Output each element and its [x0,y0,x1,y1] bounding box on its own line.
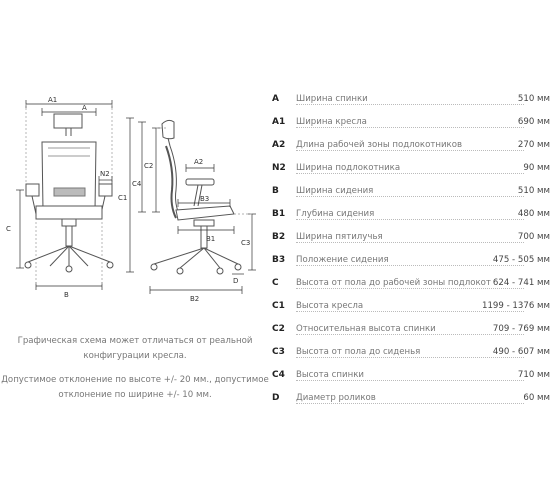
label-c2: C2 [144,162,153,170]
spec-label: Высота кресла [296,301,366,311]
spec-code: B2 [272,232,286,242]
spec-value: 475 - 505 мм [490,255,550,265]
spec-label: Положение сидения [296,255,391,265]
label-n2: N2 [100,170,110,178]
spec-value: 90 мм [521,163,550,173]
label-b1: B1 [206,235,215,243]
note-line-2: конфигурации кресла. [83,351,187,361]
spec-label: Диаметр роликов [296,393,378,403]
spec-row-a1: A1 Ширина кресла 690 мм [268,115,550,131]
spec-value: 60 мм [521,393,550,403]
spec-code: C1 [272,301,285,311]
spec-row-b1: B1 Глубина сидения 480 мм [268,207,550,223]
spec-row-b2: B2 Ширина пятилучья 700 мм [268,230,550,246]
label-c1: C1 [118,194,127,202]
spec-code: A2 [272,140,286,150]
label-d: D [233,277,238,285]
spec-value: 700 мм [515,232,550,242]
spec-value: 624 - 741 мм [490,278,550,288]
label-c4: C4 [132,180,142,188]
spec-value: 510 мм [515,94,550,104]
label-c: C [6,225,11,233]
spec-code: B1 [272,209,286,219]
spec-value: 1199 - 1376 мм [479,301,550,311]
spec-row-c4: C4 Высота спинки 710 мм [268,368,550,384]
spec-label: Высота спинки [296,370,366,380]
spec-row-b3: B3 Положение сидения 475 - 505 мм [268,253,550,269]
spec-label: Длина рабочей зоны подлокотников [296,140,465,150]
spec-row-c1: C1 Высота кресла 1199 - 1376 мм [268,299,550,315]
spec-code: A [272,94,279,104]
label-c3: C3 [241,239,250,247]
spec-label: Ширина спинки [296,94,370,104]
spec-row-c3: C3 Высота от пола до сиденья 490 - 607 м… [268,345,550,361]
spec-value: 510 мм [515,186,550,196]
side-dimension-lines [126,117,256,294]
spec-label: Высота от пола до сиденья [296,347,423,357]
label-a2: A2 [194,158,203,166]
note-scheme: Графическая схема может отличаться от ре… [0,334,270,364]
note-line-3: Допустимое отклонение по высоте +/- 20 м… [1,375,269,385]
spec-row-c2: C2 Относительная высота спинки 709 - 769… [268,322,550,338]
label-a: A [82,104,87,112]
spec-label: Высота от пола до рабочей зоны подлокотн… [296,278,520,288]
front-dimension-lines [16,100,113,290]
label-a1: A1 [48,96,57,104]
spec-row-b: B Ширина сидения 510 мм [268,184,550,200]
spec-value: 270 мм [515,140,550,150]
spec-label: Относительная высота спинки [296,324,438,334]
spec-code: C [272,278,279,288]
spec-code: C2 [272,324,285,334]
spec-code: B [272,186,279,196]
spec-value: 480 мм [515,209,550,219]
spec-label: Ширина подлокотника [296,163,403,173]
spec-code: B3 [272,255,286,265]
spec-value: 690 мм [515,117,550,127]
spec-code: A1 [272,117,286,127]
spec-row-a2: A2 Длина рабочей зоны подлокотников 270 … [268,138,550,154]
label-b: B [64,291,69,299]
note-tolerance: Допустимое отклонение по высоте +/- 20 м… [0,373,270,403]
spec-label: Ширина сидения [296,186,376,196]
chair-front-view [24,113,114,273]
spec-code: C3 [272,347,285,357]
note-line-4: отклонение по ширине +/- 10 мм. [58,390,212,400]
spec-label: Ширина кресла [296,117,369,127]
spec-code: N2 [272,163,286,173]
spec-row-n2: N2 Ширина подлокотника 90 мм [268,161,550,177]
spec-code: D [272,393,280,403]
label-b3: B3 [200,195,209,203]
note-line-1: Графическая схема может отличаться от ре… [17,336,253,346]
spec-label: Глубина сидения [296,209,377,219]
spec-row-a: A Ширина спинки 510 мм [268,92,550,108]
spec-value: 709 - 769 мм [490,324,550,334]
spec-label: Ширина пятилучья [296,232,385,242]
spec-code: C4 [272,370,285,380]
spec-value: 710 мм [515,370,550,380]
label-b2: B2 [190,295,199,303]
spec-value: 490 - 607 мм [490,347,550,357]
chair-side-view [150,119,242,275]
spec-row-d: D Диаметр роликов 60 мм [268,391,550,407]
spec-row-c: C Высота от пола до рабочей зоны подлоко… [268,276,550,292]
